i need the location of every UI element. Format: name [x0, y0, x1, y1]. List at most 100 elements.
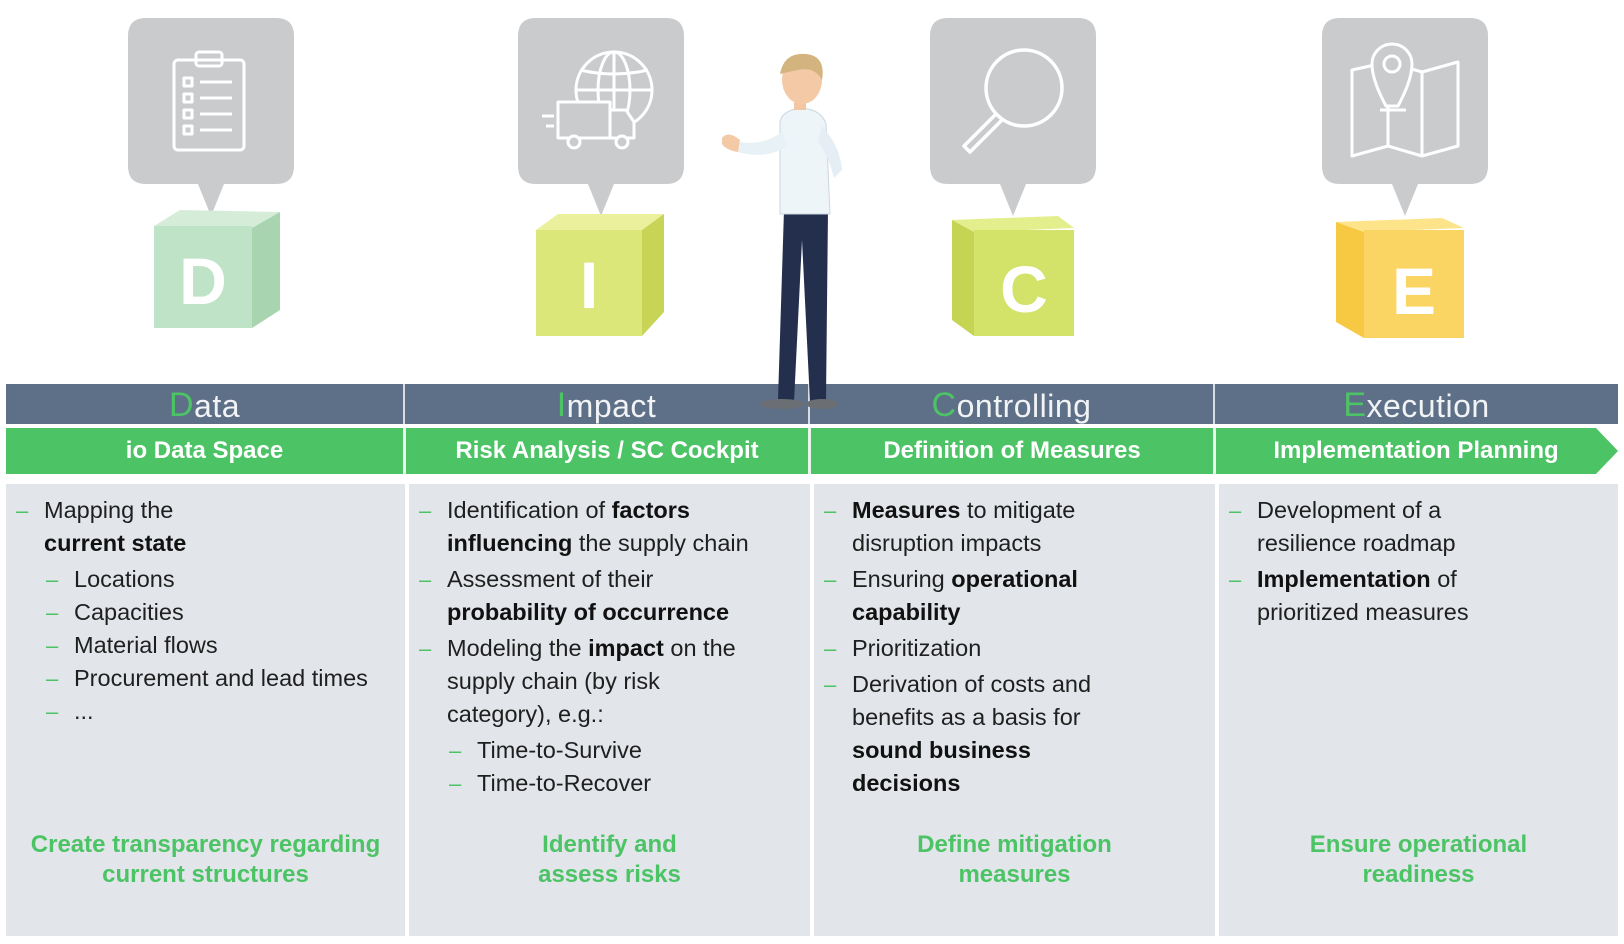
cube-d: D	[146, 204, 286, 339]
cube-letter-e: E	[1392, 254, 1436, 328]
bubble-controlling	[930, 18, 1096, 216]
bullet-text-line: Identification of factors	[447, 497, 690, 523]
bullet-text-line: Procurement and lead times	[74, 665, 368, 691]
phase-initial: E	[1343, 386, 1367, 424]
sub-bullet-item: –Locations	[6, 563, 405, 596]
bullet-text-line: Assessment of their	[447, 566, 654, 592]
dash-bullet-icon: –	[449, 771, 462, 796]
bullet-text-line: Implementation of	[1257, 566, 1457, 592]
bullet-text-line: resilience roadmap	[1257, 530, 1456, 556]
dash-bullet-icon: –	[1229, 498, 1242, 523]
bullet-text-line: Measures to mitigate	[852, 497, 1076, 523]
dash-bullet-icon: –	[46, 600, 59, 625]
goal-text: Identify and assess risks	[409, 830, 810, 890]
magnifier-icon	[930, 18, 1096, 216]
cube-i: I	[536, 208, 676, 343]
tool-label-data: io Data Space	[125, 437, 284, 464]
dash-bullet-icon: –	[449, 738, 462, 763]
bullet-text-line: sound business	[852, 737, 1031, 763]
bullet-item: –Prioritization	[814, 632, 1215, 665]
bullet-text-line: Development of a	[1257, 497, 1442, 523]
goal-line: measures	[958, 861, 1071, 888]
bullet-text-line: disruption impacts	[852, 530, 1042, 556]
bullet-text-line: ...	[74, 698, 94, 724]
dash-bullet-icon: –	[824, 672, 837, 697]
tool-bar-arrow	[6, 428, 1618, 474]
dash-bullet-icon: –	[824, 636, 837, 661]
bullet-item: –Modeling the impact on the supply chain …	[409, 632, 810, 731]
dash-bullet-icon: –	[419, 636, 432, 661]
bullet-text-line: Prioritization	[852, 635, 982, 661]
goal-text: Define mitigation measures	[814, 830, 1215, 890]
phase-label: mpact	[566, 388, 657, 424]
bubble-impact	[518, 18, 684, 216]
bullet-text-line: prioritized measures	[1257, 599, 1469, 625]
sub-bullet-item: –Material flows	[6, 629, 405, 662]
dash-bullet-icon: –	[16, 498, 29, 523]
goal-line: Create transparency regarding	[30, 831, 381, 858]
phase-divider	[1213, 384, 1215, 424]
dash-bullet-icon: –	[419, 567, 432, 592]
phase-label: ata	[194, 388, 241, 424]
bullet-text-line: Mapping the	[44, 497, 174, 523]
cube-letter-c: C	[1000, 252, 1048, 326]
tool-label-controlling: Definition of Measures	[883, 437, 1141, 464]
goal-line: current structures	[102, 861, 309, 888]
bullet-text-line: decisions	[852, 770, 961, 796]
dash-bullet-icon: –	[419, 498, 432, 523]
goal-line: Define mitigation	[917, 831, 1112, 858]
dash-bullet-icon: –	[46, 567, 59, 592]
goal-line: readiness	[1362, 861, 1475, 888]
bullet-text-line: supply chain (by risk	[447, 668, 660, 694]
bullet-item: –Derivation of costs and benefits as a ba…	[814, 668, 1215, 800]
phase-initial: C	[931, 386, 957, 424]
sub-bullet-item: –Time-to-Survive	[409, 734, 810, 767]
dash-bullet-icon: –	[824, 498, 837, 523]
person-illustration	[718, 50, 868, 420]
cube-letter-i: I	[580, 248, 598, 322]
bullet-text-line: Material flows	[74, 632, 218, 658]
sub-bullet-item: –...	[6, 695, 405, 728]
bullet-text-line: Ensuring operational	[852, 566, 1078, 592]
bullet-text-line: Derivation of costs and	[852, 671, 1092, 697]
bullet-item: –Implementation of prioritized measures	[1219, 563, 1618, 629]
bullet-item: –Development of a resilience roadmap	[1219, 494, 1618, 560]
dash-bullet-icon: –	[46, 699, 59, 724]
goal-text: Create transparency regarding current st…	[6, 830, 405, 890]
phase-initial: D	[168, 386, 195, 424]
bullet-item: –Measures to mitigate disruption impacts	[814, 494, 1215, 560]
tool-label-execution: Implementation Planning	[1273, 437, 1559, 464]
goal-line: assess risks	[538, 861, 681, 888]
bullet-text-line: benefits as a basis for	[852, 704, 1081, 730]
cube-letter-d: D	[179, 244, 227, 318]
dash-bullet-icon: –	[1229, 567, 1242, 592]
bullet-text-line: category), e.g.:	[447, 701, 604, 727]
cube-c: C	[952, 208, 1092, 343]
goal-line: Identify and	[542, 831, 677, 858]
map-pin-icon	[1322, 18, 1488, 216]
bullet-item: –Identification of factors influencing th…	[409, 494, 810, 560]
bullet-text-line: Time-to-Survive	[477, 737, 642, 763]
bullet-text-line: Capacities	[74, 599, 184, 625]
bubble-execution	[1322, 18, 1488, 216]
dash-bullet-icon: –	[46, 666, 59, 691]
bullet-text-line: influencing the supply chain	[447, 530, 749, 556]
phase-initial: I	[556, 386, 567, 424]
bullet-text-line: Modeling the impact on the	[447, 635, 736, 661]
goal-text: Ensure operational readiness	[1219, 830, 1618, 890]
clipboard-checklist-icon	[128, 18, 294, 216]
bullet-text-line: probability of occurrence	[447, 599, 730, 625]
phase-label: ontrolling	[956, 388, 1092, 424]
bullet-text-line: Locations	[74, 566, 175, 592]
